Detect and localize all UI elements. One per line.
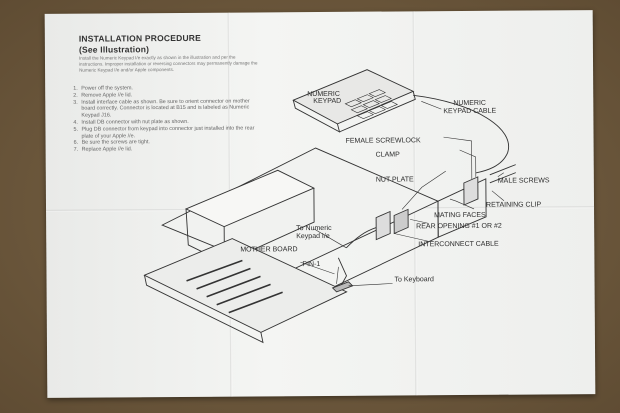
- keypad-label-2: KEYPAD: [313, 98, 341, 105]
- label-clamp: CLAMP: [376, 151, 400, 158]
- keypad-label-1: NUMERIC: [307, 91, 340, 98]
- installation-illustration: NUMERIC KEYPAD NUMERIC KEYPAD CABLE FEMA…: [143, 69, 550, 344]
- label-rear-opening: REAR OPENING #1 OR #2: [416, 223, 502, 231]
- label-pin1: PIN-1: [302, 261, 320, 268]
- label-interconnect-cable: INTERCONNECT CABLE: [418, 241, 499, 249]
- mother-board: [143, 238, 348, 333]
- label-female-screwlock: FEMALE SCREWLOCK: [346, 137, 421, 145]
- label-mother-board: MOTHER BOARD: [240, 246, 297, 253]
- nut-plate: [375, 210, 391, 241]
- db-connector: [393, 208, 409, 235]
- leader-lines: [300, 101, 505, 287]
- label-to-keyboard: To Keyboard: [395, 276, 434, 283]
- label-male-screws: MALE SCREWS: [498, 177, 550, 184]
- keypad-keys: [344, 89, 399, 120]
- expansion-slots: [186, 259, 283, 314]
- label-nut-plate: NUT PLATE: [376, 176, 414, 183]
- label-numeric: NUMERIC: [453, 100, 486, 107]
- label-keypad-cable: KEYPAD CABLE: [443, 108, 496, 115]
- keypad-cable: [413, 94, 510, 174]
- label-retaining-clip: RETAINING CLIP: [486, 201, 541, 208]
- male-screw: [489, 164, 516, 184]
- label-mating-faces: MATING FACES: [434, 212, 486, 219]
- female-screwlock: [463, 176, 479, 206]
- label-keypad-ie: Keypad I/e: [296, 233, 330, 240]
- instruction-sheet: INSTALLATION PROCEDURE (See Illustration…: [44, 10, 596, 398]
- label-to-numeric: To Numeric: [296, 225, 332, 232]
